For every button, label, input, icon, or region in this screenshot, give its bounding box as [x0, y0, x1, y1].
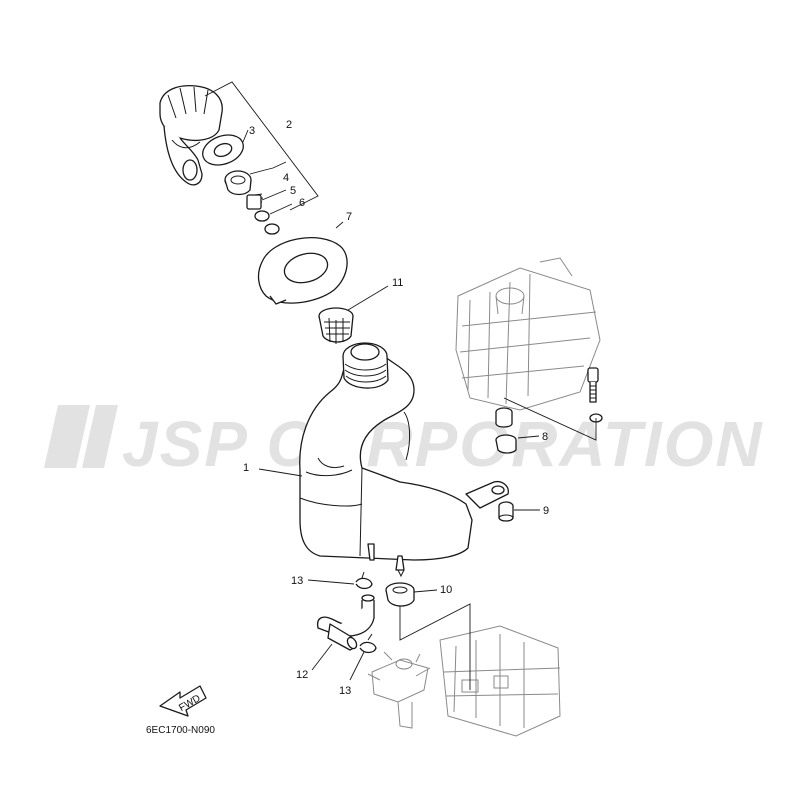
callout-3: 3	[249, 125, 255, 137]
leader-1	[258, 468, 303, 477]
callout-6: 6	[299, 197, 305, 209]
callout-2: 2	[286, 119, 292, 131]
watermark-logo-bar-2	[82, 405, 118, 468]
diagram-code: 6EC1700-N090	[146, 725, 215, 736]
mount-grommet	[495, 407, 517, 454]
leader-bolt-line	[503, 397, 597, 441]
fwd-label: FWD	[177, 693, 202, 714]
hose-clip-lower	[359, 633, 377, 654]
fuel-cock	[367, 651, 431, 729]
leader-13b	[349, 651, 365, 681]
fwd-direction-badge: FWD	[159, 685, 207, 717]
engine-bracket	[455, 257, 601, 411]
leader-bracket-line	[399, 603, 471, 690]
leader-8	[517, 435, 540, 439]
o-rings	[254, 210, 280, 235]
leader-12	[311, 643, 333, 671]
lower-bracket	[439, 625, 561, 737]
collar	[498, 501, 514, 522]
callout-13b: 13	[339, 685, 351, 697]
callout-5: 5	[290, 185, 296, 197]
callout-7: 7	[346, 211, 352, 223]
fuel-hose	[316, 594, 375, 651]
fuel-strainer	[318, 307, 354, 344]
tank-grommet	[385, 582, 415, 607]
watermark-logo-bar-1	[44, 405, 90, 468]
callout-4: 4	[283, 172, 289, 184]
callout-11: 11	[392, 277, 403, 289]
leader-bracket-2-6	[204, 81, 319, 215]
cap-gasket	[202, 134, 244, 166]
callout-1: 1	[243, 462, 249, 474]
callout-12: 12	[296, 669, 308, 681]
callout-13a: 13	[291, 575, 303, 587]
leader-11	[347, 285, 389, 311]
callout-8: 8	[542, 431, 548, 443]
leader-10	[413, 589, 438, 593]
leader-7	[335, 221, 344, 229]
watermark: JSP CORPORATION	[44, 405, 764, 480]
callout-10: 10	[440, 584, 452, 596]
valve-spring	[246, 193, 264, 210]
fuel-tank	[299, 342, 509, 578]
vent-valve	[224, 170, 252, 196]
watermark-text: JSP CORPORATION	[122, 408, 764, 480]
hose-clip-upper	[355, 571, 373, 590]
leader-13a	[307, 579, 355, 585]
callout-9: 9	[543, 505, 549, 517]
filler-cap	[159, 84, 223, 186]
seal-plate	[257, 237, 348, 305]
